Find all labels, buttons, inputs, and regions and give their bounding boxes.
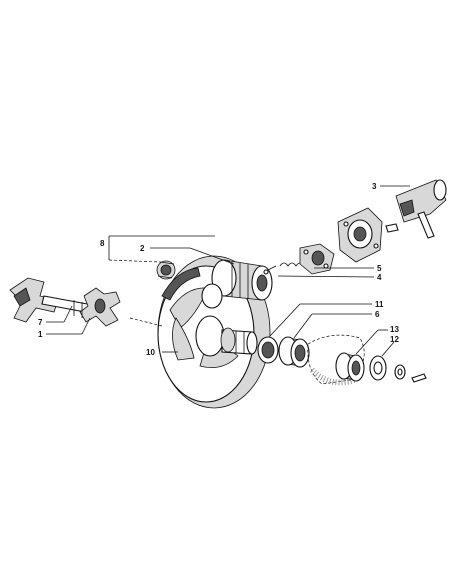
callout-1: 1 — [38, 330, 43, 339]
callout-4: 4 — [377, 273, 382, 282]
flat-washer — [394, 364, 406, 380]
callout-11: 11 — [375, 300, 384, 309]
needle-bearing — [156, 260, 176, 280]
ball-bearing-13 — [335, 352, 365, 382]
callout-3: 3 — [372, 182, 377, 191]
callout-8: 8 — [100, 239, 105, 248]
callout-12: 12 — [390, 335, 399, 344]
angle-drive-housing — [395, 179, 447, 239]
housing-ghost — [307, 334, 365, 386]
tee-spanner-assembly — [9, 277, 121, 327]
callout-7: 7 — [38, 318, 43, 327]
callout-2: 2 — [140, 244, 145, 253]
clutch-drum — [201, 259, 273, 309]
hub-shaft — [220, 327, 258, 355]
ball-bearing-6 — [278, 336, 310, 368]
callout-labels: 1 2 3 4 5 6 7 8 10 11 12 13 — [38, 182, 399, 357]
callout-10: 10 — [146, 348, 155, 357]
callout-6: 6 — [375, 310, 380, 319]
oil-seal — [257, 336, 279, 364]
split-pin — [411, 373, 427, 383]
gearbox-housing — [337, 207, 399, 263]
spring-adjuster — [263, 243, 335, 275]
callout-13: 13 — [390, 325, 399, 334]
leader-lines — [46, 185, 410, 357]
thrust-washer — [369, 355, 387, 381]
callout-5: 5 — [377, 264, 382, 273]
